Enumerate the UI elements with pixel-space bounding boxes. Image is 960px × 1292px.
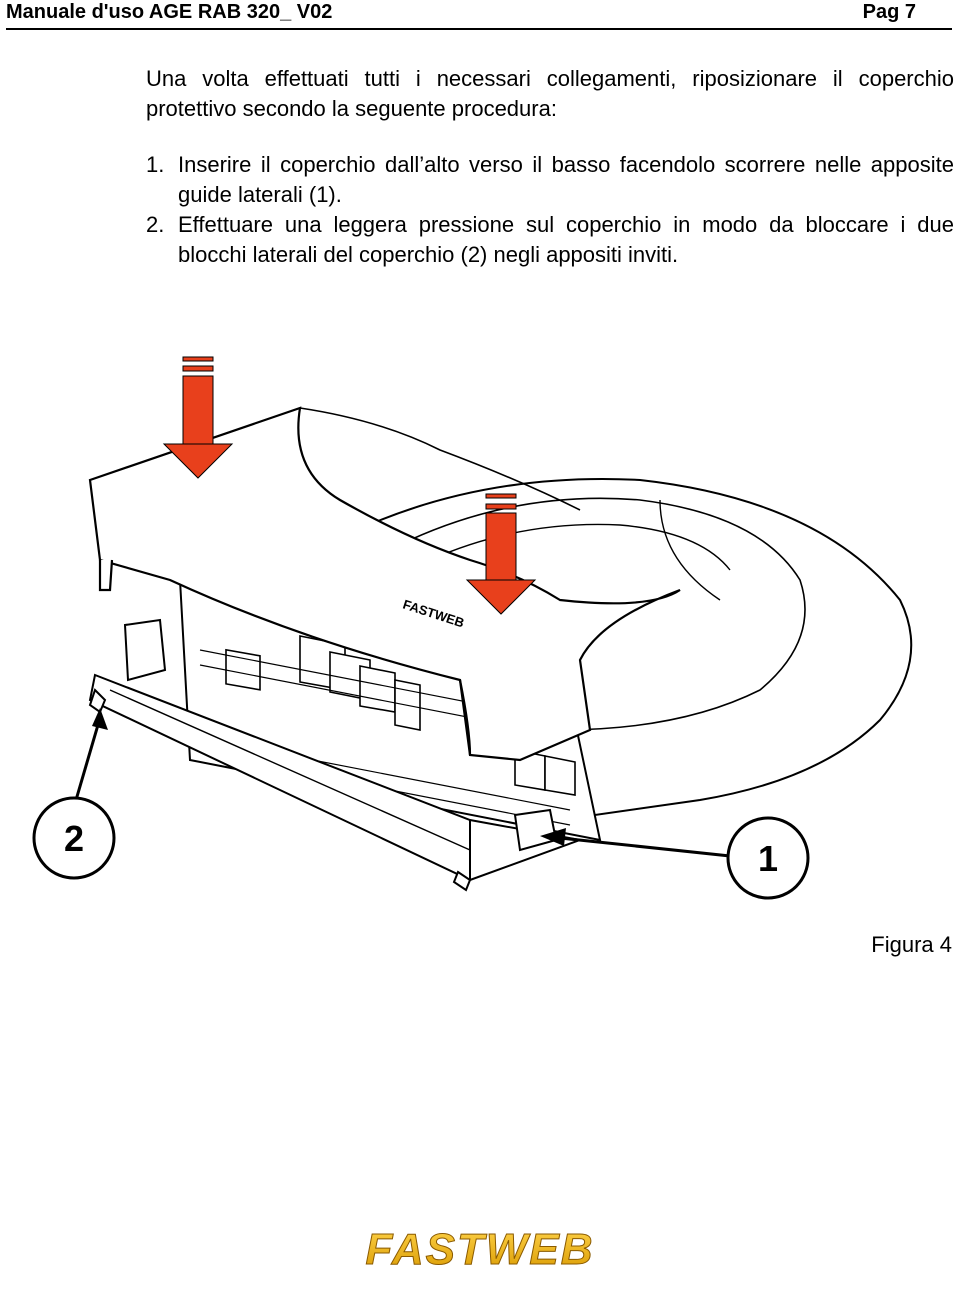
page-header: Manuale d'uso AGE RAB 320_ V02 Pag 7 [6, 0, 952, 30]
step-number: 2. [146, 212, 165, 237]
page-number: Pag 7 [862, 1, 916, 23]
step-text: Effettuare una leggera pressione sul cop… [178, 212, 954, 267]
step-text: Inserire il coperchio dall’alto verso il… [178, 152, 954, 207]
procedure-steps: 1. Inserire il coperchio dall’alto verso… [146, 150, 954, 270]
guide-rail [88, 618, 584, 892]
step-item: 2. Effettuare una leggera pressione sul … [146, 210, 954, 270]
phone-port [544, 755, 576, 796]
intro-paragraph: Una volta effettuati tutti i necessari c… [146, 66, 954, 121]
document-title: Manuale d'uso AGE RAB 320_ V02 [6, 1, 333, 23]
step-number: 1. [146, 152, 165, 177]
figure-caption: Figura 4 [871, 932, 952, 957]
lan-port [359, 665, 396, 713]
fastweb-logo: FASTWEB [365, 1225, 594, 1275]
protective-cover: FASTWEB [88, 406, 681, 762]
push-arrow-right [465, 493, 537, 615]
callout-1: 1 [540, 816, 810, 900]
push-arrow-left [162, 356, 234, 479]
callout-2: 2 [32, 708, 116, 880]
callout-number-2: 2 [64, 818, 84, 859]
callout-number-1: 1 [758, 838, 778, 879]
cover-installation-figure: FASTWEB 2 1 [32, 356, 913, 900]
step-item: 1. Inserire il coperchio dall’alto verso… [146, 150, 954, 210]
logo-wordmark: FASTWEB [365, 1225, 594, 1274]
